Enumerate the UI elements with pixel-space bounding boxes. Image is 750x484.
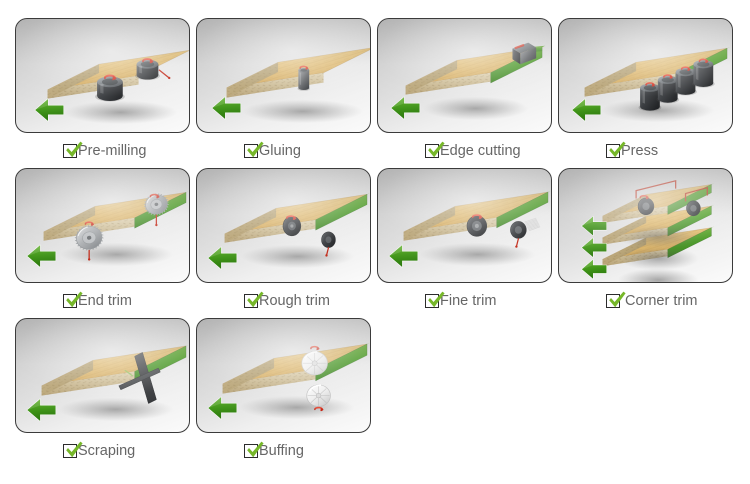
process-step: Gluing xyxy=(196,18,377,168)
process-step: Rough trim xyxy=(196,168,377,318)
step-label: Pre-milling xyxy=(78,143,147,159)
rough-trim-illustration xyxy=(197,169,370,282)
fine-trim-illustration xyxy=(378,169,551,282)
checked-checkbox-icon[interactable] xyxy=(63,291,83,308)
edge-cutting-illustration xyxy=(378,19,551,132)
step-label: Edge cutting xyxy=(440,143,521,159)
step-label: Corner trim xyxy=(625,293,698,309)
process-steps-grid: Pre-milling xyxy=(15,18,739,468)
process-step: Buffing xyxy=(196,318,377,468)
scraping-illustration-card[interactable] xyxy=(15,318,190,433)
checked-checkbox-icon[interactable] xyxy=(606,141,626,158)
buffing-illustration xyxy=(197,319,370,432)
process-step: Edge cutting xyxy=(377,18,558,168)
checked-checkbox-icon[interactable] xyxy=(425,141,445,158)
checked-checkbox-icon[interactable] xyxy=(63,141,83,158)
step-label-row[interactable]: Corner trim xyxy=(606,291,698,311)
press-illustration xyxy=(559,19,732,132)
step-label-row[interactable]: Rough trim xyxy=(244,291,330,311)
step-label: Press xyxy=(621,143,659,159)
corner-trim-illustration-card[interactable] xyxy=(558,168,733,283)
gluing-illustration-card[interactable] xyxy=(196,18,371,133)
step-label-row[interactable]: Press xyxy=(606,141,658,161)
step-label: Rough trim xyxy=(259,293,330,309)
checked-checkbox-icon[interactable] xyxy=(244,441,264,458)
press-illustration-card[interactable] xyxy=(558,18,733,133)
rough-trim-illustration-card[interactable] xyxy=(196,168,371,283)
corner-trim-illustration xyxy=(559,169,732,282)
step-label-row[interactable]: Pre-milling xyxy=(63,141,147,161)
pre-milling-illustration xyxy=(16,19,189,132)
buffing-illustration-card[interactable] xyxy=(196,318,371,433)
step-label: Buffing xyxy=(259,443,304,459)
step-label-row[interactable]: Gluing xyxy=(244,141,301,161)
process-step: End trim xyxy=(15,168,196,318)
process-step: Scraping xyxy=(15,318,196,468)
step-label-row[interactable]: Scraping xyxy=(63,441,135,461)
scraping-illustration xyxy=(16,319,189,432)
process-step: Press xyxy=(558,18,739,168)
step-label: Gluing xyxy=(259,143,301,159)
pre-milling-illustration-card[interactable] xyxy=(15,18,190,133)
end-trim-illustration xyxy=(16,169,189,282)
edge-cutting-illustration-card[interactable] xyxy=(377,18,552,133)
checked-checkbox-icon[interactable] xyxy=(425,291,445,308)
step-label-row[interactable]: End trim xyxy=(63,291,132,311)
process-step: Corner trim xyxy=(558,168,739,318)
checked-checkbox-icon[interactable] xyxy=(606,291,626,308)
process-step: Fine trim xyxy=(377,168,558,318)
step-label-row[interactable]: Edge cutting xyxy=(425,141,521,161)
step-label: Scraping xyxy=(78,443,136,459)
gluing-illustration xyxy=(197,19,370,132)
checked-checkbox-icon[interactable] xyxy=(63,441,83,458)
step-label: End trim xyxy=(78,293,132,309)
checked-checkbox-icon[interactable] xyxy=(244,141,264,158)
fine-trim-illustration-card[interactable] xyxy=(377,168,552,283)
checked-checkbox-icon[interactable] xyxy=(244,291,264,308)
step-label: Fine trim xyxy=(440,293,497,309)
end-trim-illustration-card[interactable] xyxy=(15,168,190,283)
step-label-row[interactable]: Fine trim xyxy=(425,291,496,311)
process-step: Pre-milling xyxy=(15,18,196,168)
step-label-row[interactable]: Buffing xyxy=(244,441,304,461)
